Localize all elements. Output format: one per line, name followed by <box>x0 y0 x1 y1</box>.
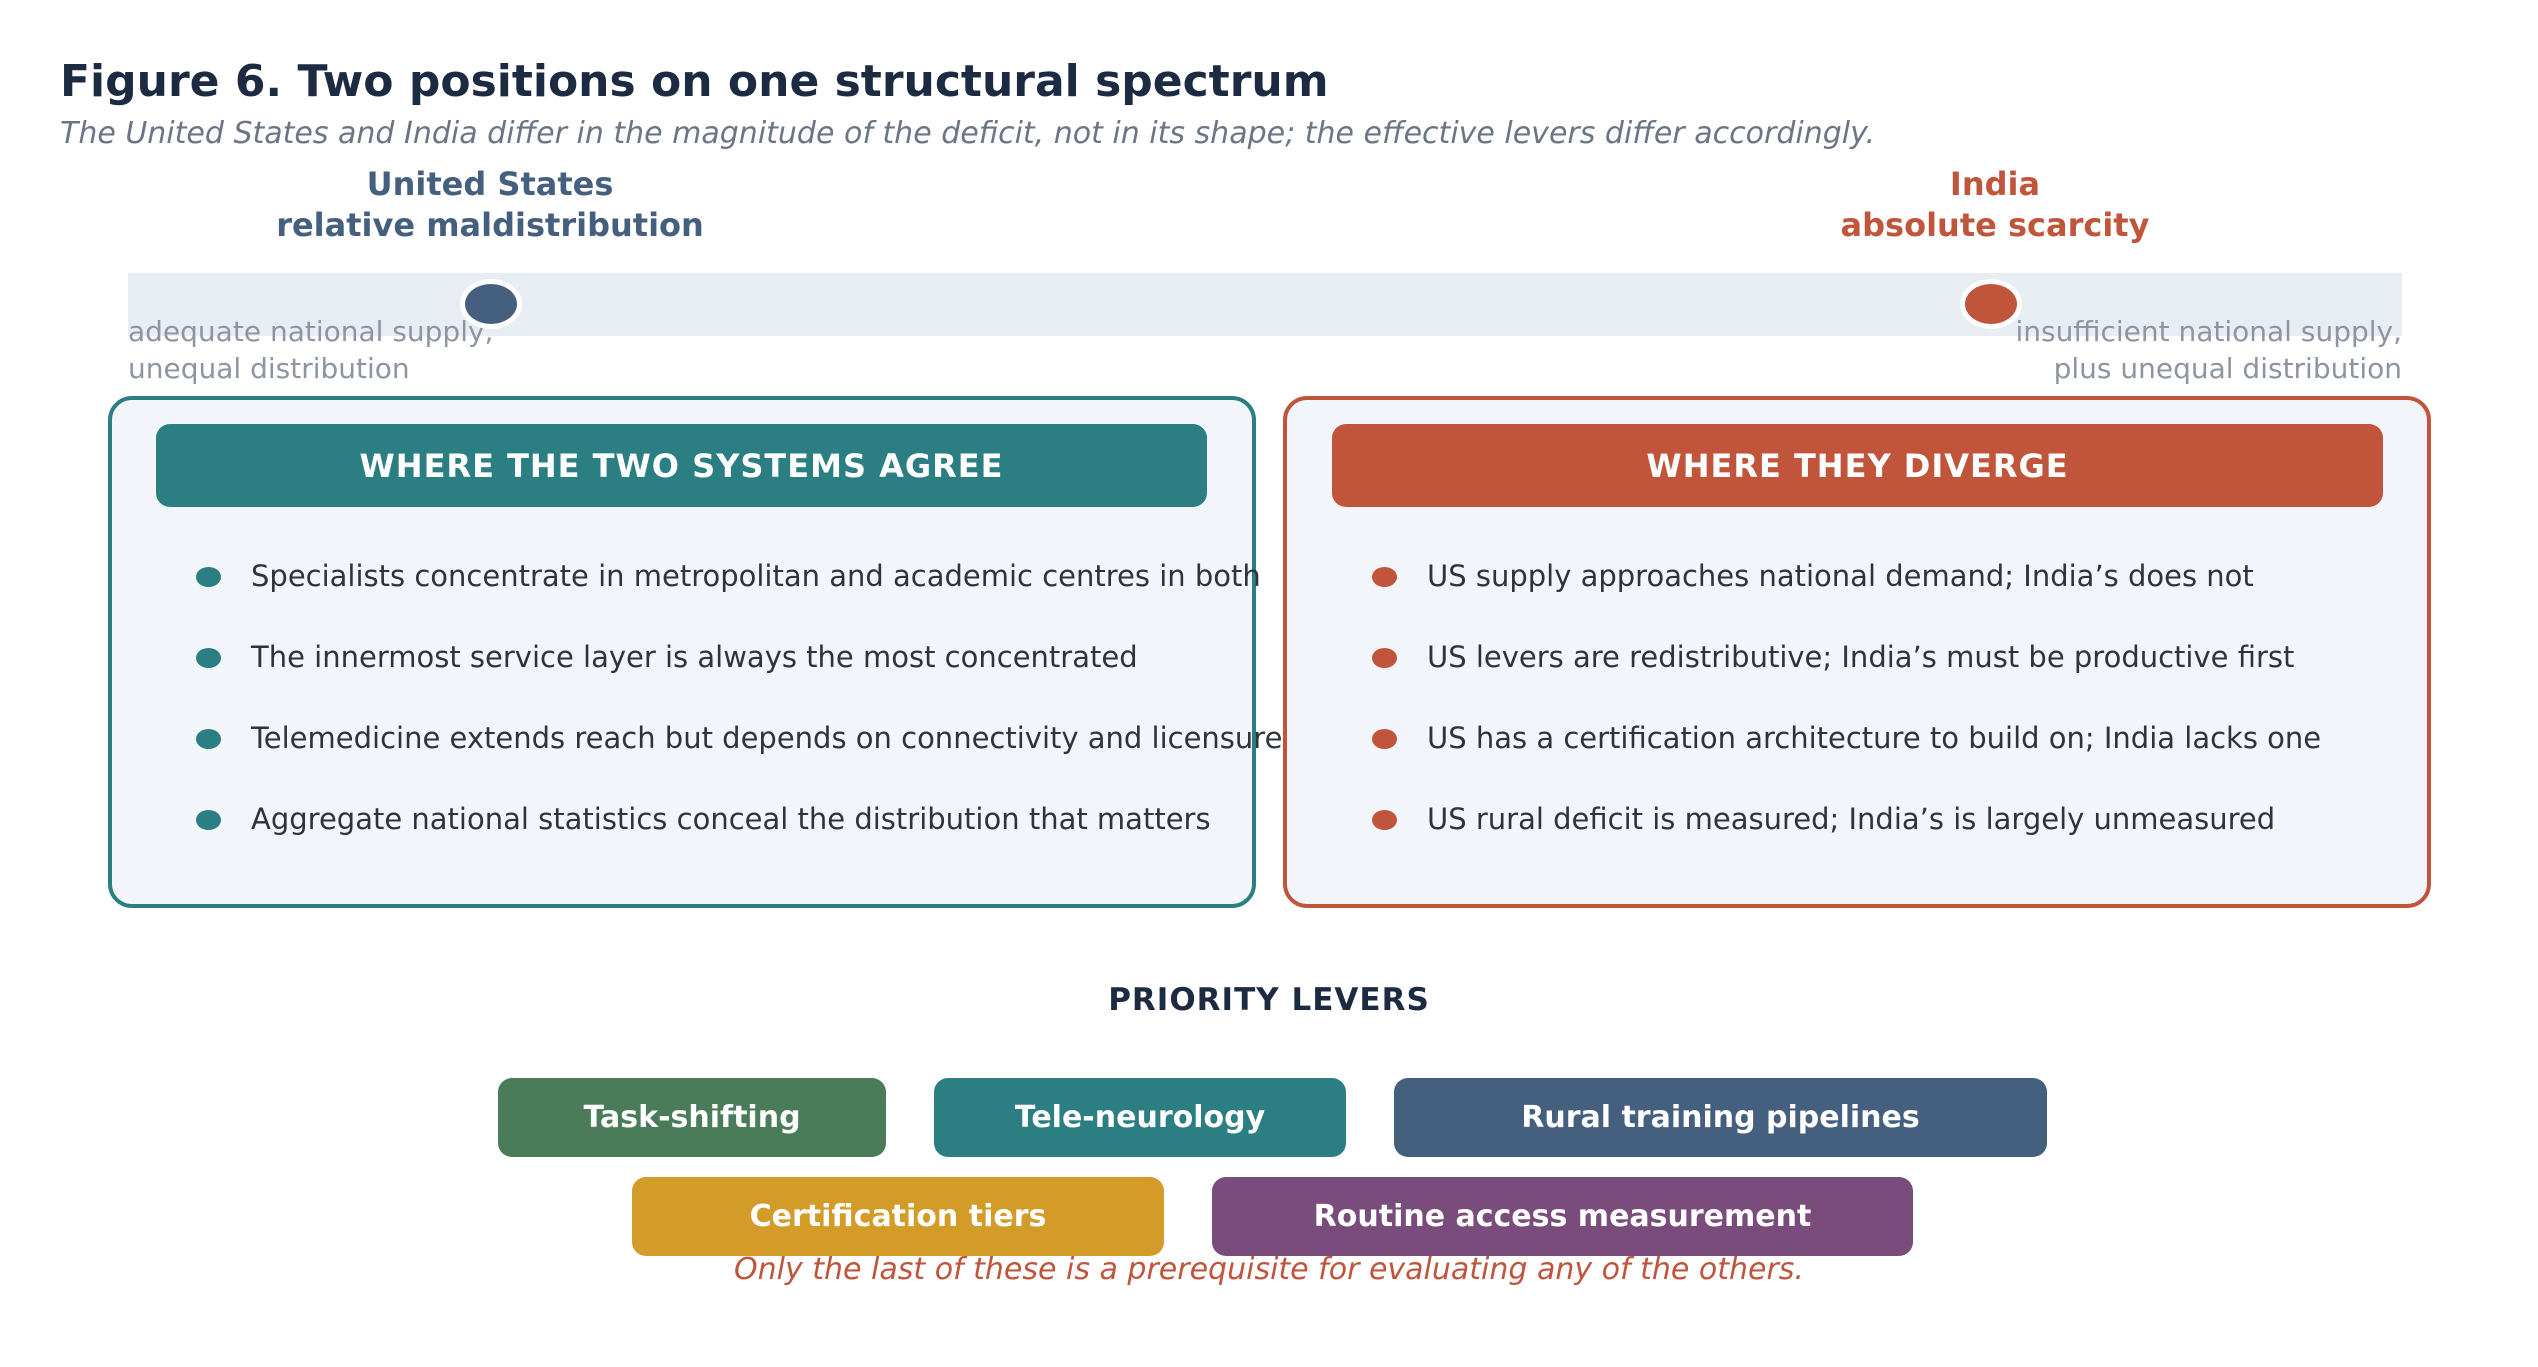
india-position-label: India absolute scarcity <box>1735 164 2255 246</box>
diverge-item: US has a certification architecture to b… <box>1427 721 2322 755</box>
diverge-panel-heading: WHERE THEY DIVERGE <box>1332 424 2383 507</box>
agree-bullet-dot <box>196 810 221 830</box>
india-position-name: India <box>1949 165 2041 203</box>
diverge-bullet-dot <box>1372 810 1397 830</box>
india-position-marker <box>1960 279 2022 329</box>
diverge-bullet-dot <box>1372 729 1397 749</box>
spectrum-right-end-label: insufficient national supply, plus unequ… <box>2016 313 2402 387</box>
left-end-line-1: adequate national supply, <box>128 315 494 348</box>
figure-subtitle: The United States and India differ in th… <box>60 116 1876 151</box>
left-end-line-2: unequal distribution <box>128 352 410 385</box>
us-position-descriptor: relative maldistribution <box>276 206 704 244</box>
figure-title: Figure 6. Two positions on one structura… <box>60 56 1329 107</box>
diverge-item: US levers are redistributive; India’s mu… <box>1427 640 2295 674</box>
india-position-descriptor: absolute scarcity <box>1840 206 2150 244</box>
us-position-label: United States relative maldistribution <box>230 164 750 246</box>
agree-item: Telemedicine extends reach but depends o… <box>251 721 1283 755</box>
lever-tele-neurology: Tele-neurology <box>934 1078 1346 1157</box>
lever-rural-training-pipelines: Rural training pipelines <box>1394 1078 2047 1157</box>
us-position-name: United States <box>366 165 614 203</box>
diverge-item: US rural deficit is measured; India’s is… <box>1427 802 2276 836</box>
agree-bullet-dot <box>196 648 221 668</box>
levers-footnote: Only the last of these is a prerequisite… <box>734 1252 1804 1287</box>
lever-task-shifting: Task-shifting <box>498 1078 886 1157</box>
diverge-item: US supply approaches national demand; In… <box>1427 559 2254 593</box>
agree-item: Aggregate national statistics conceal th… <box>251 802 1211 836</box>
right-end-line-1: insufficient national supply, <box>2015 315 2402 348</box>
diverge-bullet-dot <box>1372 648 1397 668</box>
agree-panel-heading: WHERE THE TWO SYSTEMS AGREE <box>156 424 1207 507</box>
lever-routine-access-measurement: Routine access measurement <box>1212 1177 1913 1256</box>
lever-certification-tiers: Certification tiers <box>632 1177 1164 1256</box>
diverge-bullet-dot <box>1372 567 1397 587</box>
right-end-line-2: plus unequal distribution <box>2053 352 2402 385</box>
spectrum-left-end-label: adequate national supply, unequal distri… <box>128 313 493 387</box>
agree-item: Specialists concentrate in metropolitan … <box>251 559 1261 593</box>
priority-levers-heading: PRIORITY LEVERS <box>1108 982 1430 1018</box>
agree-bullet-dot <box>196 729 221 749</box>
us-position-marker <box>460 279 522 329</box>
agree-bullet-dot <box>196 567 221 587</box>
agree-item: The innermost service layer is always th… <box>251 640 1138 674</box>
